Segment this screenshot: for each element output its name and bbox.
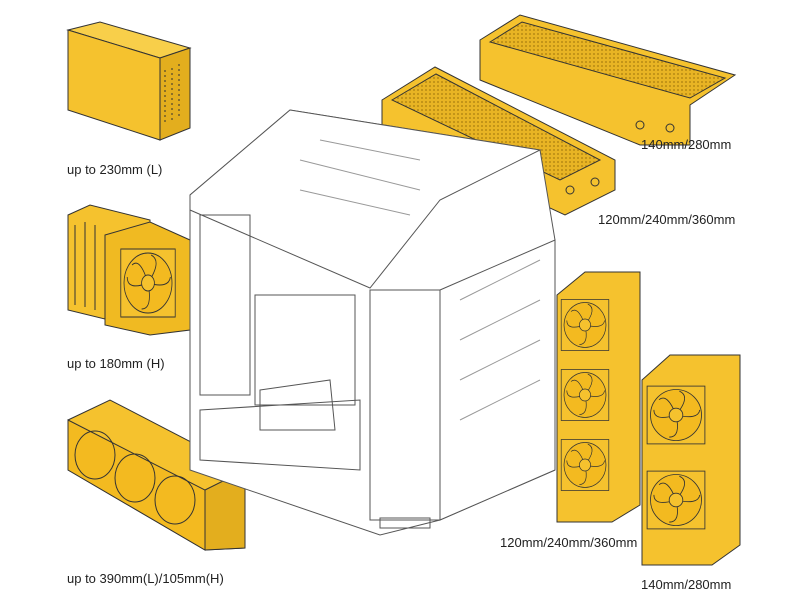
cpu-cooler-height-label: up to 180mm (H): [67, 356, 165, 371]
radiator-360-side-illustration: [556, 271, 641, 523]
side-radiator-120-label: 120mm/240mm/360mm: [500, 535, 638, 550]
psu-length-label: up to 230mm (L): [67, 162, 163, 177]
radiator-280-side-illustration: [641, 354, 741, 566]
psu-illustration: [66, 21, 192, 141]
cpu-cooler-illustration: [67, 204, 191, 336]
side-radiator-140-label: 140mm/280mm: [641, 577, 732, 592]
gpu-size-label: up to 390mm(L)/105mm(H): [67, 571, 224, 586]
radiator-280-top-illustration: [479, 14, 737, 146]
top-radiator-120-label: 120mm/240mm/360mm: [598, 212, 736, 227]
top-radiator-140-label: 140mm/280mm: [641, 137, 732, 152]
pc-case-illustration: [189, 109, 556, 536]
radiator-360-top-illustration: [381, 66, 616, 216]
gpu-illustration: [67, 399, 246, 551]
